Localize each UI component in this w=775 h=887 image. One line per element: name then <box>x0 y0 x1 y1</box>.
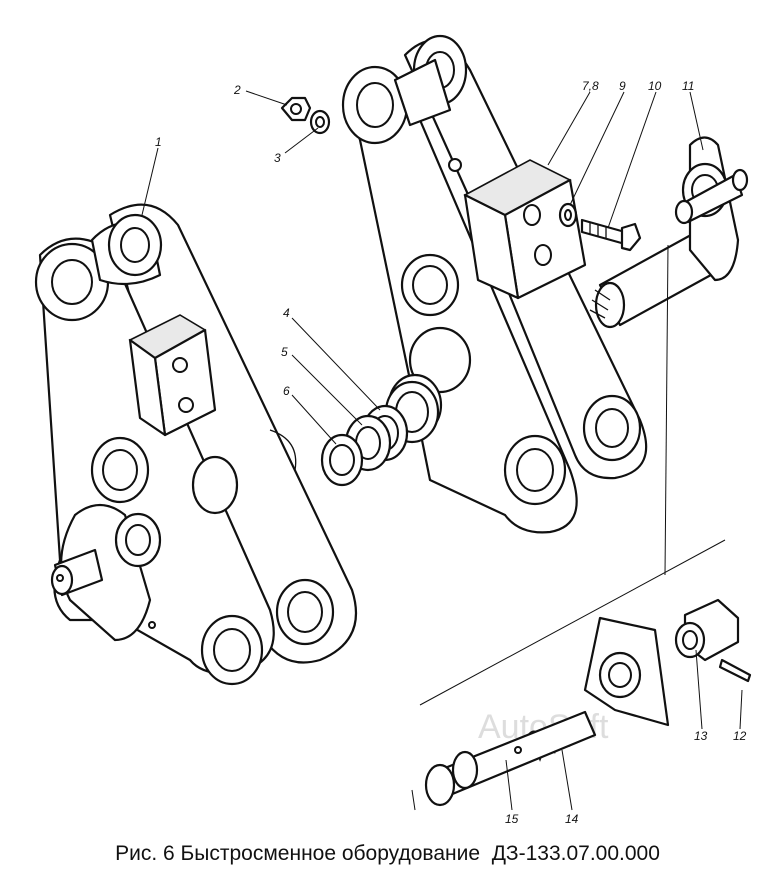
label-5: 5 <box>281 345 288 359</box>
ring-stack <box>320 380 440 487</box>
lower-exploded-parts <box>424 598 752 807</box>
label-6: 6 <box>283 384 290 398</box>
axis-lines <box>411 244 726 811</box>
washer-and-bolt <box>558 202 642 252</box>
label-14: 14 <box>565 812 579 826</box>
label-12: 12 <box>733 729 747 743</box>
right-plate <box>341 34 749 534</box>
figure-caption: Рис. 6 Быстросменное оборудование ДЗ-133… <box>0 842 775 866</box>
left-plate <box>34 203 357 686</box>
label-3: 3 <box>274 151 281 165</box>
label-13: 13 <box>694 729 708 743</box>
label-7-8: 7,8 <box>582 79 599 93</box>
caption-code: ДЗ-133.07.00.000 <box>491 842 660 865</box>
label-4: 4 <box>283 306 290 320</box>
label-10: 10 <box>648 79 662 93</box>
caption-title: Рис. 6 Быстросменное оборудование <box>115 842 481 865</box>
label-1: 1 <box>155 135 162 149</box>
label-2: 2 <box>233 83 241 97</box>
nut-and-washer <box>280 96 331 135</box>
leader-lines <box>141 90 743 811</box>
label-9: 9 <box>619 79 626 93</box>
label-11: 11 <box>682 79 694 93</box>
part-labels: 1 2 3 4 5 6 7,8 9 10 11 12 13 14 15 <box>155 79 747 826</box>
label-15: 15 <box>505 812 519 826</box>
